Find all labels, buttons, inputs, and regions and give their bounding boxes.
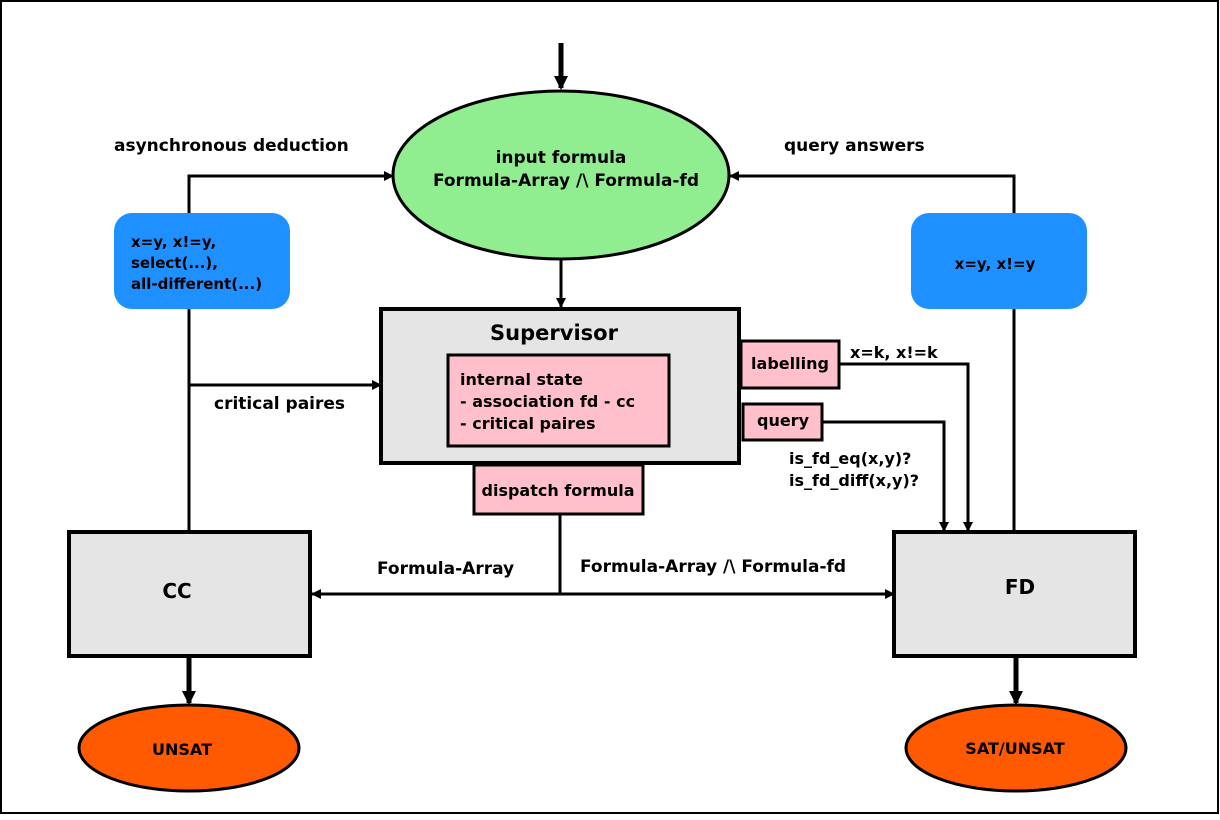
fd-result-ellipse	[904, 703, 1128, 793]
input-formula-title: input formula	[496, 148, 627, 168]
cc-equalities-node: x=y, x!=y, select(...), all-different(..…	[114, 213, 290, 309]
cc-label: CC	[162, 579, 191, 603]
cc-node: CC	[67, 530, 312, 658]
labelling-edge-label: x=k, x!=k	[850, 343, 938, 362]
query-box	[741, 402, 824, 442]
internal-state-box	[446, 353, 671, 448]
labelling-node: labelling	[739, 339, 841, 390]
fd-equalities-label: x=y, x!=y	[955, 255, 1036, 273]
query-edge	[822, 420, 949, 532]
labelling-label: labelling	[751, 354, 829, 373]
critical-paires-label: critical paires	[214, 394, 345, 414]
labelling-edge	[839, 362, 973, 532]
input-formula-subtitle: Formula-Array /\ Formula-fd	[433, 171, 699, 191]
query-edge-label-2: is_fd_diff(x,y)?	[789, 471, 919, 490]
internal-state-line2: - association fd - cc	[460, 392, 635, 411]
to-cc-label: Formula-Array	[377, 559, 514, 579]
query-edge-label-1: is_fd_eq(x,y)?	[789, 449, 911, 468]
internal-state-line3: - critical paires	[460, 414, 596, 433]
cc-equalities-line2: select(...),	[131, 254, 218, 272]
cc-result-node: UNSAT	[77, 703, 301, 793]
query-label: query	[757, 411, 810, 430]
query-answers-label: query answers	[784, 136, 925, 156]
dispatch-node: dispatch formula	[472, 463, 645, 516]
fd-node: FD	[892, 530, 1137, 658]
cc-equalities-line1: x=y, x!=y,	[131, 233, 216, 251]
query-node: query	[741, 402, 824, 442]
fd-label: FD	[1005, 575, 1035, 599]
fd-result-node: SAT/UNSAT	[904, 703, 1128, 793]
internal-state-line1: internal state	[460, 370, 583, 389]
supervisor-node: Supervisor internal state - association …	[379, 307, 741, 465]
cc-equalities-box	[114, 213, 290, 309]
fd-equalities-node: x=y, x!=y	[911, 213, 1087, 309]
cc-box	[67, 530, 312, 658]
to-fd-label: Formula-Array /\ Formula-fd	[580, 557, 846, 577]
cc-result-ellipse	[77, 703, 301, 793]
cc-equalities-line3: all-different(...)	[131, 275, 262, 293]
dispatch-box	[472, 463, 645, 516]
async-deduction-label: asynchronous deduction	[114, 136, 349, 156]
input-formula-node: input formula Formula-Array /\ Formula-f…	[391, 89, 731, 261]
cc-feedback-edge	[187, 171, 394, 531]
fd-feedback-edge	[729, 171, 1016, 531]
dispatch-label: dispatch formula	[482, 481, 635, 500]
fd-result-label: SAT/UNSAT	[965, 739, 1064, 758]
cc-result-label: UNSAT	[152, 740, 212, 759]
fd-equalities-box	[911, 213, 1087, 309]
supervisor-title: Supervisor	[490, 321, 619, 345]
